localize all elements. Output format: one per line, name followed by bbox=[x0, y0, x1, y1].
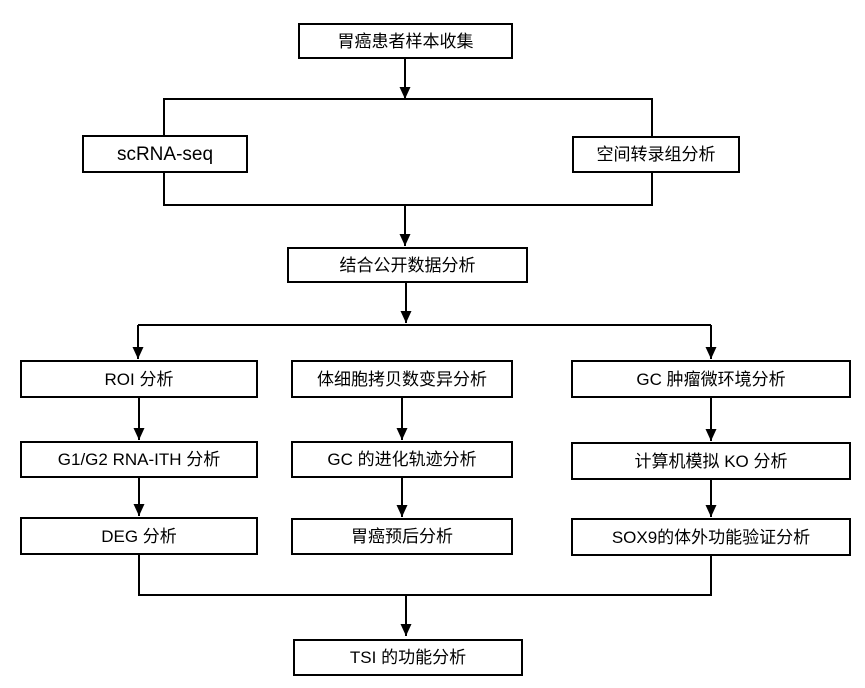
node-deg-analysis-label: DEG 分析 bbox=[101, 526, 177, 546]
node-sample-collection-label: 胃癌患者样本收集 bbox=[337, 31, 474, 51]
node-tme-analysis: GC 肿瘤微环境分析 bbox=[571, 360, 851, 398]
node-scrna-seq-label: scRNA-seq bbox=[116, 143, 214, 165]
node-sox9-validation-label: SOX9的体外功能验证分析 bbox=[611, 527, 811, 547]
node-scnv-analysis: 体细胞拷贝数变异分析 bbox=[291, 360, 513, 398]
node-prognosis-analysis-label: 胃癌预后分析 bbox=[351, 527, 453, 546]
node-scnv-analysis-label: 体细胞拷贝数变异分析 bbox=[317, 369, 487, 389]
node-evolution-analysis: GC 的进化轨迹分析 bbox=[291, 441, 513, 478]
node-scrna-seq: scRNA-seq bbox=[82, 135, 248, 173]
node-rna-ith-analysis: G1/G2 RNA-ITH 分析 bbox=[20, 441, 258, 478]
node-tsi-function: TSI 的功能分析 bbox=[293, 639, 523, 676]
node-ko-analysis-label: 计算机模拟 KO 分析 bbox=[634, 451, 788, 471]
node-sox9-validation: SOX9的体外功能验证分析 bbox=[571, 518, 851, 556]
node-public-data-label: 结合公开数据分析 bbox=[339, 255, 476, 275]
node-rna-ith-analysis-label: G1/G2 RNA-ITH 分析 bbox=[57, 450, 221, 469]
node-ko-analysis: 计算机模拟 KO 分析 bbox=[571, 442, 851, 480]
node-deg-analysis: DEG 分析 bbox=[20, 517, 258, 555]
connector-lines bbox=[132, 58, 717, 636]
node-spatial-transcriptome-label: 空间转录组分析 bbox=[596, 145, 716, 164]
node-roi-analysis: ROI 分析 bbox=[20, 360, 258, 398]
node-evolution-analysis-label: GC 的进化轨迹分析 bbox=[327, 450, 477, 469]
node-prognosis-analysis: 胃癌预后分析 bbox=[291, 518, 513, 555]
node-roi-analysis-label: ROI 分析 bbox=[104, 369, 174, 389]
node-tme-analysis-label: GC 肿瘤微环境分析 bbox=[636, 369, 786, 389]
node-public-data: 结合公开数据分析 bbox=[287, 247, 528, 283]
node-spatial-transcriptome: 空间转录组分析 bbox=[572, 136, 740, 173]
node-tsi-function-label: TSI 的功能分析 bbox=[349, 648, 467, 667]
node-sample-collection: 胃癌患者样本收集 bbox=[298, 23, 513, 59]
